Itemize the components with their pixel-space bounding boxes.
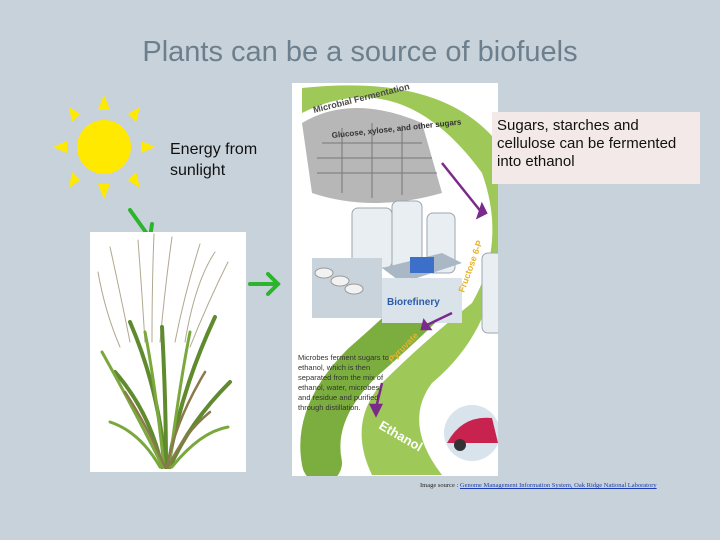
switchgrass-image — [90, 232, 246, 472]
image-source: Image source : Genome Management Informa… — [420, 482, 715, 489]
arc-fructose-label: Fructose 6-P — [456, 239, 484, 294]
microbes-text: Microbes ferment sugars to ethanol, whic… — [298, 353, 389, 412]
energy-label: Energy from sunlight — [170, 141, 258, 179]
source-prefix: Image source : — [420, 482, 460, 489]
source-link[interactable]: Genome Management Information System, Oa… — [459, 482, 657, 489]
fermentation-callout: Sugars, starches and cellulose can be fe… — [492, 112, 700, 184]
sun-icon — [53, 95, 155, 199]
arrow-right-icon — [248, 272, 281, 296]
building-label: Biorefinery — [387, 297, 440, 308]
fermentation-diagram: Microbial Fermentation Glucose, xylose, … — [292, 83, 498, 476]
slide-title: Plants can be a source of biofuels — [142, 36, 578, 68]
